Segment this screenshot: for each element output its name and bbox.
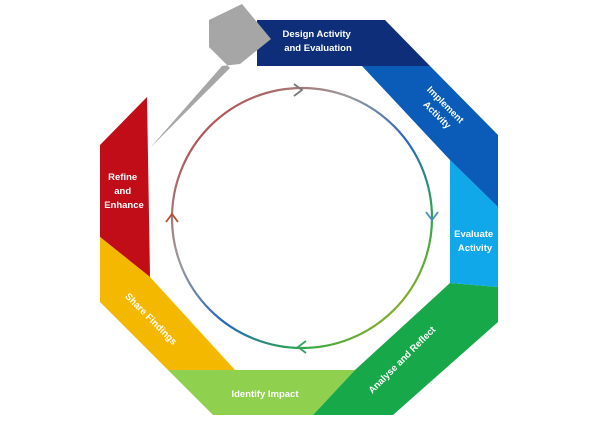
segment-refine	[100, 97, 150, 277]
cycle-ring	[170, 86, 434, 350]
segment-impact	[168, 370, 355, 415]
inner-cycle	[165, 83, 439, 354]
chevron-arrow-icon	[293, 83, 304, 97]
label-impact: Identify Impact	[231, 389, 299, 400]
label-evaluate: Evaluate Activity	[454, 229, 496, 254]
label-refine: Refine and Enhance	[104, 172, 144, 211]
chevron-arrow-icon	[425, 211, 439, 222]
segment-design	[257, 20, 430, 66]
chevron-arrow-icon	[296, 340, 307, 354]
block-arrow-icon	[100, 4, 271, 148]
chevron-arrow-icon	[165, 212, 179, 223]
octagon-segments	[100, 4, 498, 415]
label-design: Design Activity and Evaluation	[283, 29, 354, 54]
segment-analyse	[313, 283, 498, 415]
segment-share	[100, 237, 235, 370]
segment-evaluate	[450, 160, 498, 287]
segment-implement	[362, 66, 498, 207]
